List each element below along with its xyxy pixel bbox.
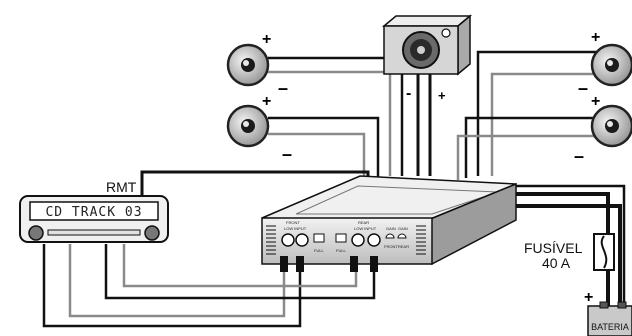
gain-knob-front (385, 233, 395, 239)
amp-full-label: FULL (314, 248, 325, 253)
plus-sign: + (262, 31, 271, 48)
amp-gain-label: GAIN (386, 226, 396, 231)
speaker-lower-left (226, 104, 270, 148)
speaker-upper-right (590, 43, 632, 87)
amp-low-input-label: LOW INPUT (284, 226, 307, 231)
rca-cables (42, 244, 376, 328)
minus-sign: – (578, 78, 588, 98)
amp-full-label: FULL (336, 248, 347, 253)
rca-plugs (280, 256, 378, 272)
battery (587, 301, 632, 336)
speaker-wires (268, 50, 598, 182)
minus-sign: – (278, 78, 288, 98)
amp-front-small-label: FRONT (384, 244, 398, 249)
rca-jack-front-right (295, 233, 309, 247)
crossover-switch-front (313, 233, 325, 243)
head-unit-knob-right (144, 225, 160, 241)
subwoofer-minus: - (406, 85, 411, 102)
subwoofer-plus: + (438, 88, 446, 103)
amp-low-input-label: LOW INPUT (354, 226, 377, 231)
amp-rear-small-label: REAR (398, 244, 409, 249)
head-unit-display: CD TRACK 03 (45, 205, 142, 220)
plus-sign: + (591, 29, 600, 46)
fuse-label: FUSÍVEL (524, 240, 583, 256)
rca-jack-front-left (281, 233, 295, 247)
heatsink-left (266, 225, 276, 255)
speaker-lower-right (590, 104, 632, 148)
rca-jack-rear-left (351, 233, 365, 247)
heatsink-right (416, 225, 426, 255)
crossover-switch-rear (335, 233, 347, 243)
amplifier: FRONT LOW INPUT REAR LOW INPUT GAIN GAIN… (261, 175, 517, 272)
plus-sign: + (262, 93, 271, 110)
remote-label: RMT (106, 179, 137, 195)
fuse-rating: 40 A (542, 255, 571, 271)
head-unit (19, 195, 169, 243)
rca-jack-rear-right (367, 233, 381, 247)
minus-sign: – (574, 146, 584, 166)
speaker-upper-left (226, 43, 270, 87)
amp-front-label: FRONT (286, 220, 300, 225)
gain-knob-rear (397, 233, 407, 239)
fuse (593, 233, 615, 271)
amp-rear-label: REAR (358, 220, 369, 225)
battery-label: BATERIA (591, 322, 629, 332)
amp-gain-label: GAIN (398, 226, 408, 231)
head-unit-knob-left (28, 225, 44, 241)
subwoofer-box (381, 14, 473, 76)
plus-sign: + (591, 93, 600, 110)
battery-plus: + (584, 289, 593, 306)
minus-sign: – (282, 144, 292, 164)
